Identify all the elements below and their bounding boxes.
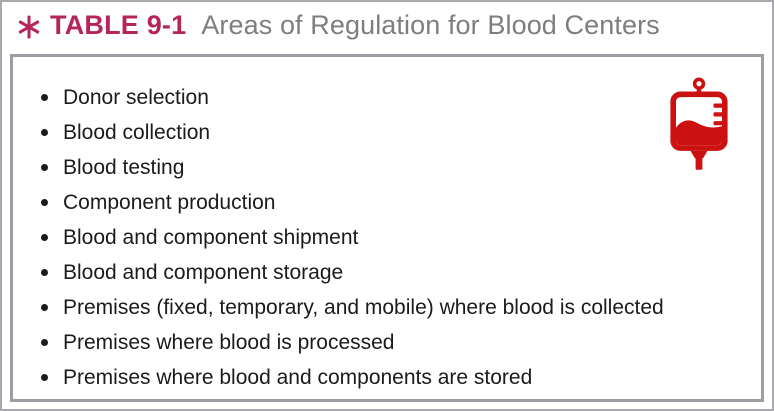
list-item-label: Donor selection — [63, 86, 209, 109]
list-item-label: Blood testing — [63, 156, 185, 179]
bullet-dot-icon — [41, 94, 48, 101]
regulation-areas-list: Donor selection Blood collection Blood t… — [13, 57, 761, 402]
bullet-dot-icon — [41, 199, 48, 206]
list-item-label: Component production — [63, 191, 276, 214]
bullet-dot-icon — [41, 269, 48, 276]
list-item: Premises where blood is processed — [39, 332, 761, 367]
list-item: Premises (fixed, temporary, and mobile) … — [39, 297, 761, 332]
table-label: TABLE 9-1 — [50, 10, 187, 40]
list-item: Blood testing — [39, 157, 761, 192]
bullet-dot-icon — [41, 164, 48, 171]
list-item-label: Blood and component storage — [63, 261, 344, 284]
table-body-box: Donor selection Blood collection Blood t… — [10, 54, 764, 402]
list-item: Premises where blood and components are … — [39, 367, 761, 402]
table-header: TABLE 9-1 Areas of Regulation for Blood … — [2, 2, 772, 49]
list-item-label: Blood and component shipment — [63, 226, 359, 249]
list-item: Blood and component storage — [39, 262, 761, 297]
table-title: Areas of Regulation for Blood Centers — [201, 10, 660, 40]
asterisk-icon — [16, 14, 42, 40]
list-item-label: Blood collection — [63, 121, 211, 144]
bullet-dot-icon — [41, 304, 48, 311]
bullet-dot-icon — [41, 129, 48, 136]
list-item-label: Premises (fixed, temporary, and mobile) … — [63, 296, 664, 319]
bullet-dot-icon — [41, 234, 48, 241]
list-item: Donor selection — [39, 87, 761, 122]
list-item: Component production — [39, 192, 761, 227]
list-item: Blood collection — [39, 122, 761, 157]
list-item-label: Premises where blood and components are … — [63, 366, 533, 389]
blood-bag-icon — [663, 75, 735, 175]
list-item: Blood and component shipment — [39, 227, 761, 262]
bullet-dot-icon — [41, 374, 48, 381]
bullet-dot-icon — [41, 339, 48, 346]
list-item-label: Premises where blood is processed — [63, 331, 395, 354]
